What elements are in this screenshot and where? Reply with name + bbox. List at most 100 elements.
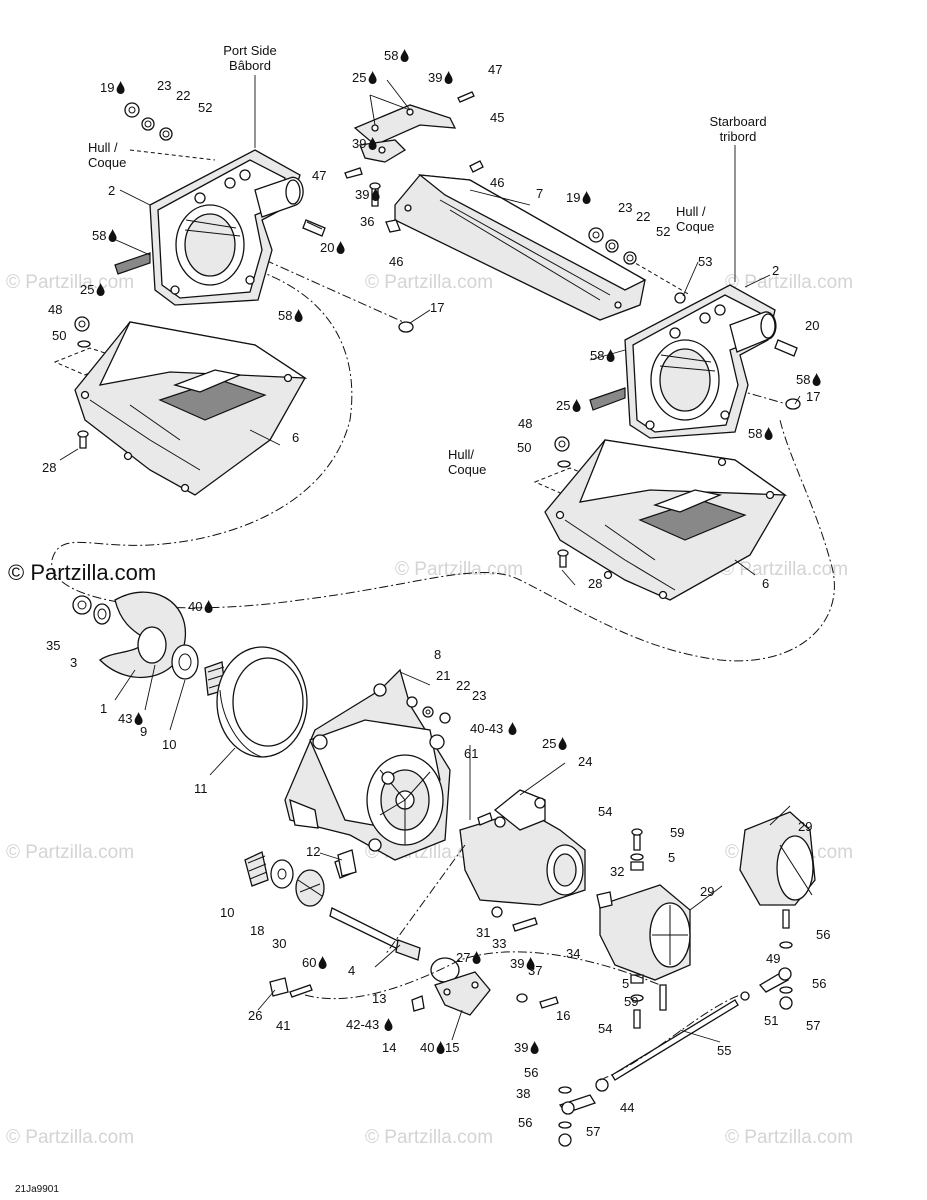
part-callout-29: 29 bbox=[700, 884, 714, 899]
watermark: © Partzilla.com bbox=[720, 559, 848, 580]
part-callout-34: 34 bbox=[566, 946, 580, 961]
part-callout-4: 4 bbox=[348, 963, 355, 978]
port-intake-housing bbox=[114, 149, 304, 306]
lower-bracket-47 bbox=[359, 139, 407, 163]
part-callout-44: 44 bbox=[620, 1100, 634, 1115]
part-callout-46: 46 bbox=[389, 254, 403, 269]
part-callout-9: 9 bbox=[140, 724, 147, 739]
part-callout-28: 28 bbox=[588, 576, 602, 591]
part-callout-39: 39 bbox=[510, 956, 524, 971]
lubricant-drop-icon bbox=[530, 1041, 539, 1054]
part-callout-31: 31 bbox=[476, 925, 490, 940]
part-callout-23: 23 bbox=[157, 78, 171, 93]
part-callout-58: 58 bbox=[748, 426, 762, 441]
part-callout-47: 47 bbox=[488, 62, 502, 77]
part-callout-25: 25 bbox=[556, 398, 570, 413]
part-callout-25: 25 bbox=[352, 70, 366, 85]
part-callout-33: 33 bbox=[492, 936, 506, 951]
part-callout-57: 57 bbox=[586, 1124, 600, 1139]
part-callout-17: 17 bbox=[806, 389, 820, 404]
watermark: © Partzilla.com bbox=[6, 272, 134, 293]
watermark: © Partzilla.com bbox=[395, 559, 523, 580]
leader-lines bbox=[59, 75, 801, 1043]
center-axis-line bbox=[384, 844, 466, 956]
wear-ring-11 bbox=[216, 646, 308, 758]
part-callout-39: 39 bbox=[514, 1040, 528, 1055]
port-hardware bbox=[74, 102, 326, 449]
lubricant-drop-icon bbox=[108, 229, 117, 242]
part-callout-59: 59 bbox=[624, 994, 638, 1009]
part-callout-38: 38 bbox=[516, 1086, 530, 1101]
lubricant-drop-icon bbox=[526, 957, 535, 970]
part-callout-13: 13 bbox=[372, 991, 386, 1006]
part-callout-49: 49 bbox=[766, 951, 780, 966]
part-callout-58: 58 bbox=[92, 228, 106, 243]
lubricant-drop-icon bbox=[368, 71, 377, 84]
port-intake-grate bbox=[74, 321, 308, 496]
part-callout-18: 18 bbox=[250, 923, 264, 938]
part-callout-1: 1 bbox=[100, 701, 107, 716]
part-callout-30: 30 bbox=[272, 936, 286, 951]
watermark: © Partzilla.com bbox=[365, 1127, 493, 1148]
part-callout-56: 56 bbox=[816, 927, 830, 942]
lubricant-drop-icon bbox=[371, 188, 380, 201]
part-callout-17: 17 bbox=[430, 300, 444, 315]
watermark-main: © Partzilla.com bbox=[8, 560, 156, 585]
part-callout-45: 45 bbox=[490, 110, 504, 125]
part-callout-2: 2 bbox=[772, 263, 779, 278]
lubricant-drop-icon bbox=[204, 600, 213, 613]
part-callout-27: 27 bbox=[456, 950, 470, 965]
part-callout-12: 12 bbox=[306, 844, 320, 859]
starboard-heading-fr: tribord bbox=[720, 129, 757, 144]
part-callout-60: 60 bbox=[302, 955, 316, 970]
lubricant-drop-icon bbox=[294, 309, 303, 322]
watermark: © Partzilla.com bbox=[725, 272, 853, 293]
part-callout-42-43: 42-43 bbox=[346, 1017, 379, 1032]
hull-mount-line-left bbox=[129, 149, 216, 161]
part-callout-24: 24 bbox=[578, 754, 592, 769]
part-callout-2: 2 bbox=[108, 183, 115, 198]
part-callout-47: 47 bbox=[312, 168, 326, 183]
lubricant-drop-icon bbox=[764, 427, 773, 440]
part-callout-6: 6 bbox=[292, 430, 299, 445]
part-callout-21: 21 bbox=[436, 668, 450, 683]
part-callout-25: 25 bbox=[542, 736, 556, 751]
steering-nozzle-29-right bbox=[739, 811, 816, 1010]
hull-label-right: Hull / bbox=[676, 204, 706, 219]
part-callout-23: 23 bbox=[472, 688, 486, 703]
lubricant-drop-icon bbox=[472, 951, 481, 964]
pump-housing-8 bbox=[284, 668, 451, 861]
part-callout-43: 43 bbox=[118, 711, 132, 726]
port-side-heading: Port Side bbox=[223, 43, 276, 58]
starboard-intake-grate bbox=[544, 439, 788, 601]
part-callout-11: 11 bbox=[194, 781, 208, 796]
part-callout-22: 22 bbox=[176, 88, 190, 103]
part-callout-40: 40 bbox=[420, 1040, 434, 1055]
part-callout-26: 26 bbox=[248, 1008, 262, 1023]
part-callout-25: 25 bbox=[80, 282, 94, 297]
hull-label-left: Hull / bbox=[88, 140, 118, 155]
part-callout-10: 10 bbox=[220, 905, 234, 920]
steering-nozzle-29-left bbox=[596, 828, 691, 1029]
part-callout-40: 40 bbox=[188, 599, 202, 614]
part-callout-58: 58 bbox=[796, 372, 810, 387]
part-callout-50: 50 bbox=[517, 440, 531, 455]
lubricant-drop-icon bbox=[116, 81, 125, 94]
cable-axis-line bbox=[304, 951, 661, 1000]
part-callout-35: 35 bbox=[46, 638, 60, 653]
hull-label-mid: Hull/ bbox=[448, 447, 474, 462]
part-callout-52: 52 bbox=[656, 224, 670, 239]
hull-label-mid-fr: Coque bbox=[448, 462, 486, 477]
part-callout-50: 50 bbox=[52, 328, 66, 343]
ride-plate-7 bbox=[394, 174, 647, 321]
part-callout-56: 56 bbox=[524, 1065, 538, 1080]
part-callout-10: 10 bbox=[162, 737, 176, 752]
lubricant-drop-icon bbox=[384, 1018, 393, 1031]
shaft-group bbox=[244, 849, 421, 961]
part-callout-48: 48 bbox=[48, 302, 62, 317]
part-callout-54: 54 bbox=[598, 1021, 612, 1036]
part-callout-14: 14 bbox=[382, 1040, 396, 1055]
lubricant-drop-icon bbox=[318, 956, 327, 969]
starboard-intake-housing bbox=[589, 284, 777, 439]
part-callout-56: 56 bbox=[518, 1115, 532, 1130]
